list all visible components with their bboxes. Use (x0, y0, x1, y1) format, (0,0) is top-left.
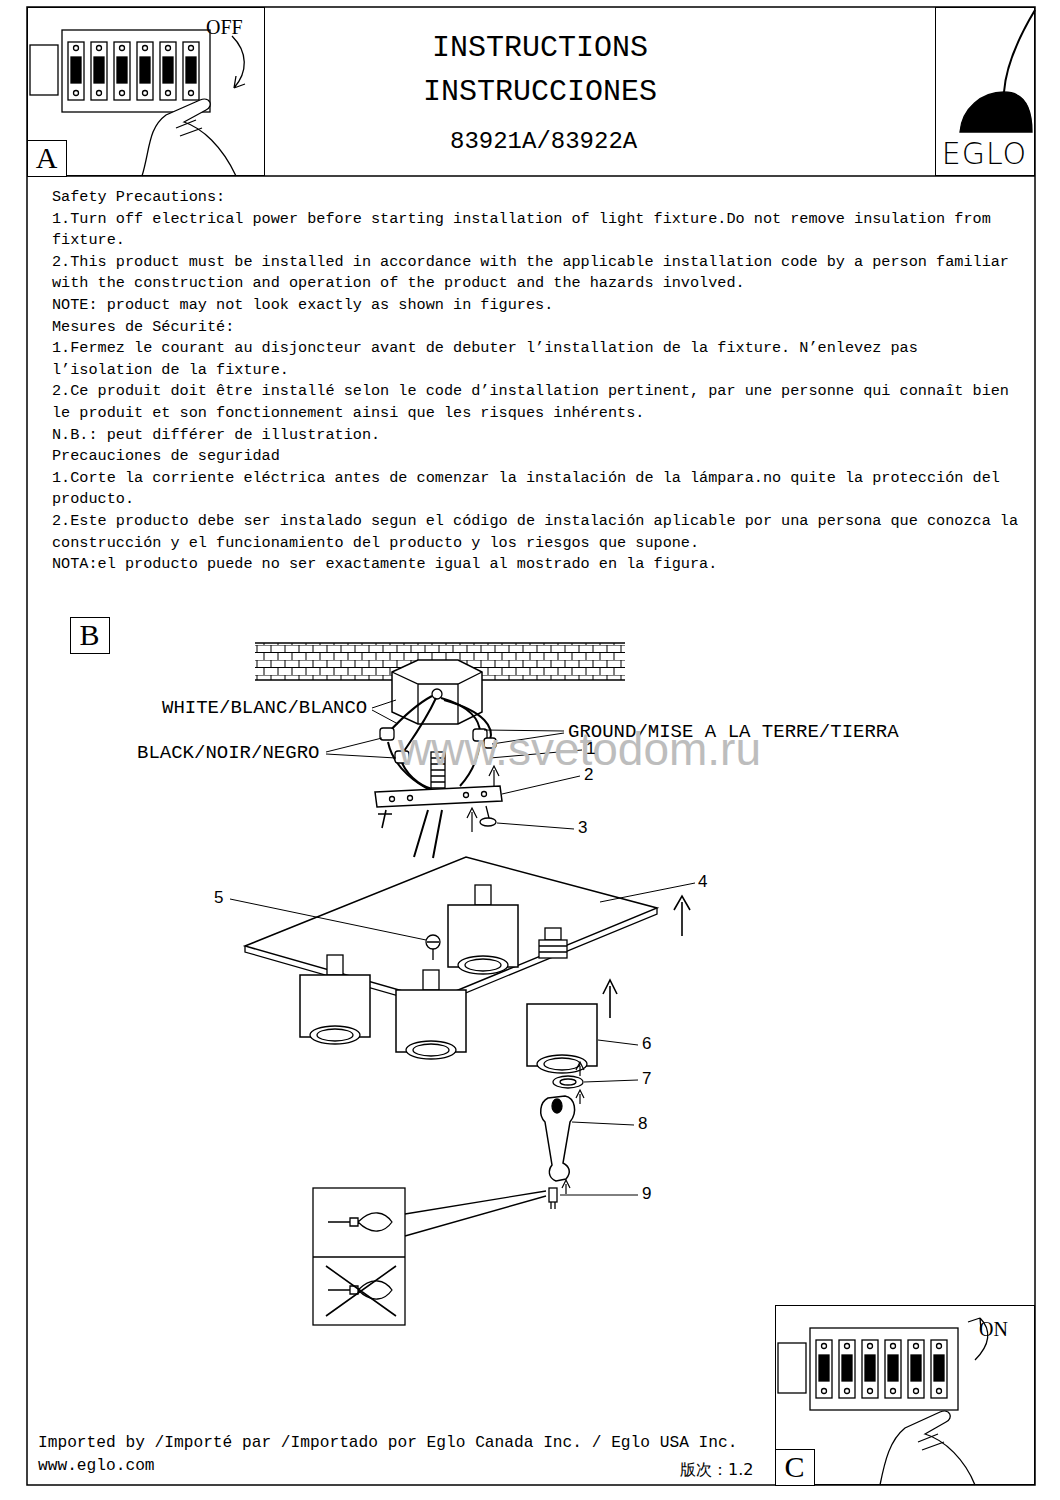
pendant-lamp-logo (960, 10, 1035, 132)
callout-number: 8 (638, 1114, 647, 1134)
brand-name: EGLO (936, 136, 1033, 171)
callout-number: 4 (698, 872, 707, 892)
safety-text: 2.This product must be installed in acco… (52, 252, 1024, 295)
switch-state: OFF (206, 16, 243, 39)
safety-text: 1.Turn off electrical power before start… (52, 209, 1024, 252)
safety-text: 1.Corte la corriente eléctrica antes de … (52, 468, 1024, 511)
safety-text: NOTA:el producto puede no ser exactament… (52, 554, 1024, 576)
callout-number: 3 (578, 818, 587, 838)
section-letter: B (70, 617, 110, 654)
assembly-arrows (467, 766, 690, 1194)
safety-text: NOTE: product may not look exactly as sh… (52, 295, 1024, 317)
section-heading: Precauciones de seguridad (52, 446, 1024, 468)
callout-number: 9 (642, 1184, 651, 1204)
model-number: 83921A/83922A (450, 128, 637, 155)
watermark: www.svetodom.ru (398, 722, 761, 776)
section-heading: Mesures de Sécurité: (52, 317, 1024, 339)
part-5-bulb-clip (426, 935, 440, 960)
breaker-panel-on: ON C (775, 1305, 1035, 1485)
safety-text: 2.Este producto debe ser instalado segun… (52, 511, 1024, 554)
callout-number: 7 (642, 1069, 651, 1089)
safety-text: N.B.: peut différer de illustration. (52, 425, 1024, 447)
section-letter-text: B (71, 618, 108, 652)
safety-block: Safety Precautions:1.Turn off electrical… (52, 187, 1024, 576)
mounting-bracket (375, 786, 502, 858)
spotlights (300, 885, 597, 1073)
callout-number: 2 (584, 765, 593, 785)
revision-note: 版次：1.2 (680, 1460, 753, 1481)
callout-number: 1 (586, 739, 595, 759)
callout-number: 6 (642, 1034, 651, 1054)
handling-hint (313, 1188, 546, 1325)
lamp-parts (541, 1076, 583, 1209)
panel-letter: A (27, 140, 67, 177)
section-heading: Safety Precautions: (52, 187, 1024, 209)
brand-logo: EGLO (935, 7, 1035, 176)
importer-note: Imported by /Importé par /Importado por … (38, 1434, 737, 1452)
wire-label: BLACK/NOIR/NEGRO (137, 742, 319, 764)
breaker-panel-off: OFF A (27, 7, 265, 176)
website: www.eglo.com (38, 1457, 155, 1475)
callout-number: 5 (214, 888, 223, 908)
wire-label: WHITE/BLANC/BLANCO (162, 697, 367, 719)
switch-state: ON (979, 1318, 1008, 1341)
title: INSTRUCTIONS INSTRUCCIONES (385, 26, 695, 114)
panel-letter: C (775, 1449, 815, 1486)
safety-text: 1.Fermez le courant au disjoncteur avant… (52, 338, 1024, 381)
safety-text: 2.Ce produit doit être installé selon le… (52, 381, 1024, 424)
page-frame (27, 7, 1035, 1485)
